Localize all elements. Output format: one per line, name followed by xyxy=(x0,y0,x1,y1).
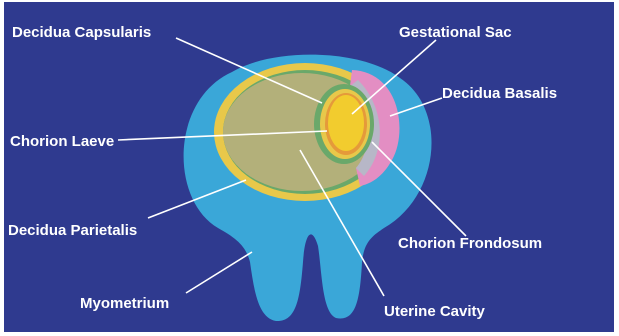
label-chorion-laeve: Chorion Laeve xyxy=(10,133,114,150)
label-decidua-capsularis: Decidua Capsularis xyxy=(12,24,151,41)
label-uterine-cavity: Uterine Cavity xyxy=(384,303,486,320)
label-chorion-frondosum: Chorion Frondosum xyxy=(398,235,542,252)
label-myometrium: Myometrium xyxy=(80,295,169,312)
label-decidua-parietalis: Decidua Parietalis xyxy=(8,222,137,239)
gestational-sac-shape xyxy=(328,95,364,151)
label-gestational-sac: Gestational Sac xyxy=(399,24,512,41)
label-decidua-basalis: Decidua Basalis xyxy=(442,85,557,102)
